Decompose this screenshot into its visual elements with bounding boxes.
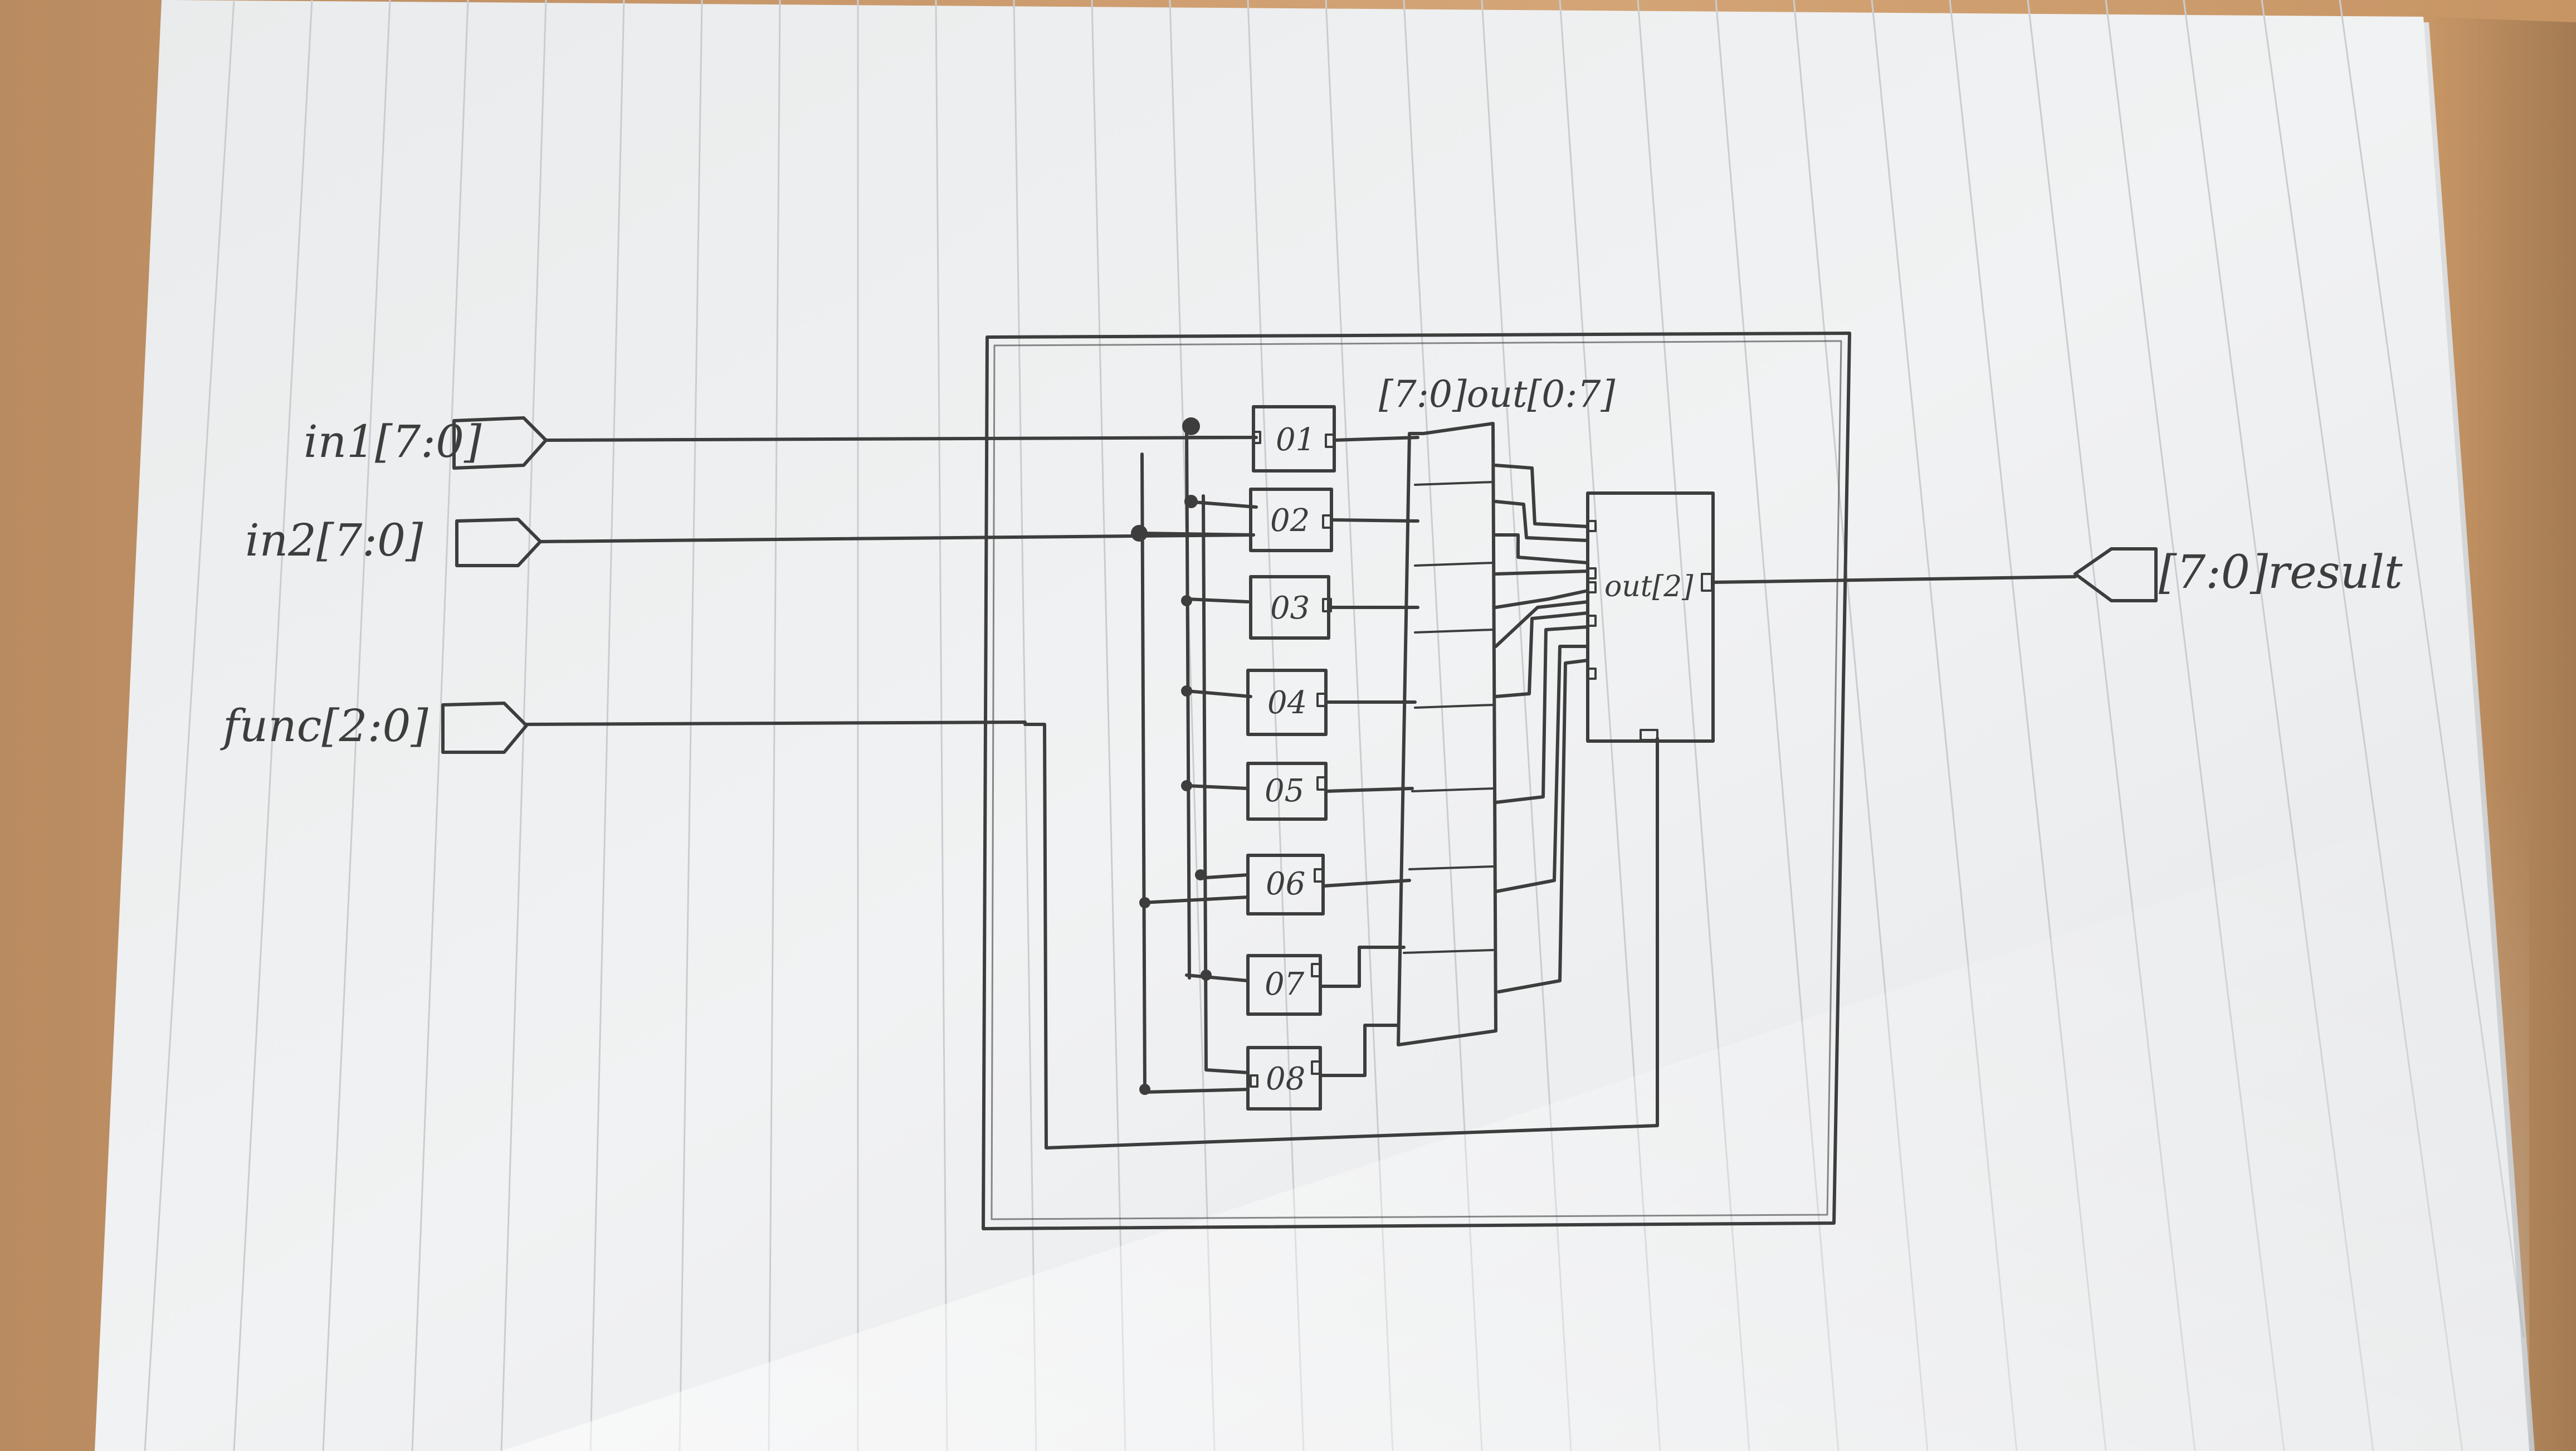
block-label-03: 03 [1270, 590, 1310, 626]
in1-label: in1[7:0] [304, 416, 482, 468]
block-labels: 01 02 03 04 05 06 07 08 [1265, 422, 1315, 1097]
bus-label: [7:0]out[0:7] [1379, 373, 1615, 416]
block-label-06: 06 [1266, 866, 1305, 902]
block-label-01: 01 [1276, 422, 1315, 458]
block-label-04: 04 [1267, 685, 1307, 721]
block-label-05: 05 [1265, 773, 1304, 809]
in1-port [452, 416, 548, 470]
in2-port [455, 518, 542, 567]
func-label: func[2:0] [220, 700, 428, 752]
in2-label: in2[7:0] [245, 514, 423, 566]
result-label: [7:0]result [2159, 546, 2403, 599]
bus-left-b [1185, 427, 1191, 980]
labels: in1[7:0] in2[7:0] func[2:0] [7:0]result … [220, 373, 2403, 752]
module-boundary [982, 332, 1851, 1230]
schematic [441, 332, 2158, 1230]
func-wire [525, 720, 1659, 1150]
result-port [2074, 547, 2158, 602]
block-label-07: 07 [1265, 966, 1305, 1002]
result-wire [1711, 575, 2077, 584]
page-shadow [2423, 17, 2576, 1451]
block-label-08: 08 [1266, 1061, 1305, 1097]
func-port [441, 702, 528, 754]
bus-left-c [1202, 494, 1250, 1074]
junctions [1131, 417, 1212, 1095]
block-label-02: 02 [1270, 503, 1310, 539]
bus-collector [1397, 422, 1497, 1046]
block-08 [1246, 1046, 1322, 1111]
light-streak [501, 780, 2529, 1451]
in1-wire [544, 436, 1258, 442]
mux-label: out[2] [1604, 570, 1694, 603]
